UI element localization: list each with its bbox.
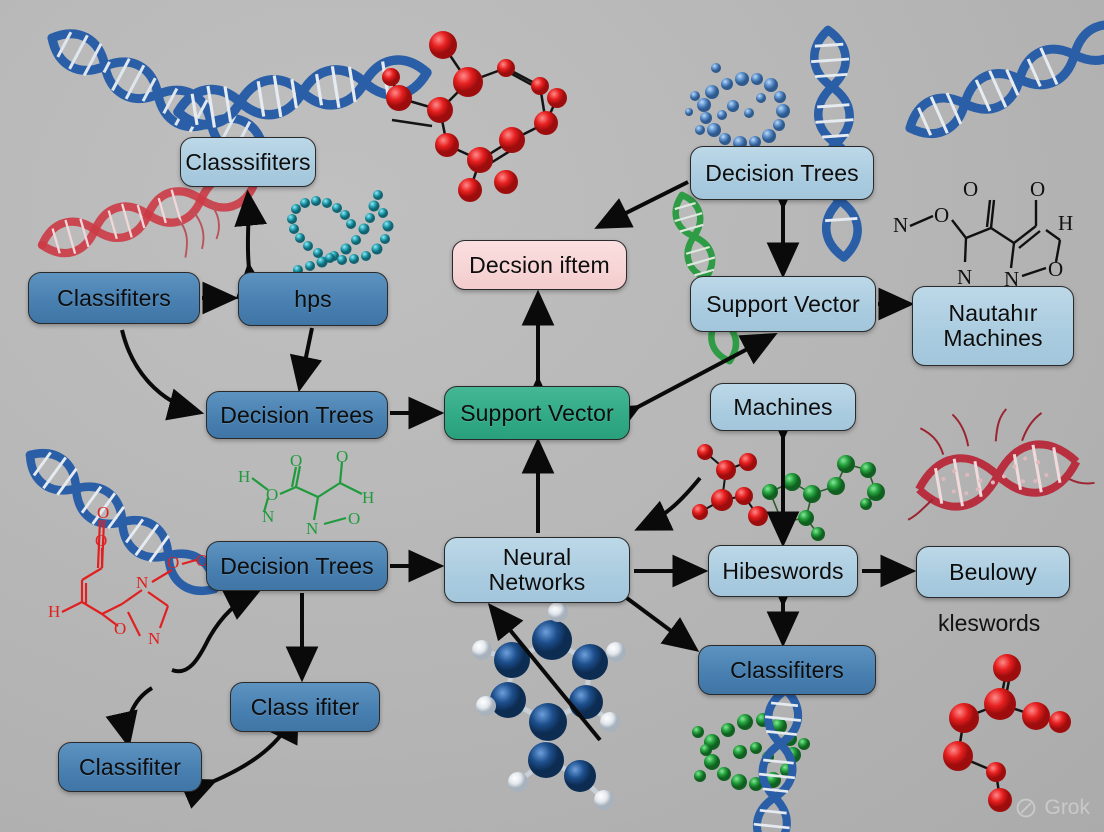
edge-long-to-neuralnetworks — [487, 603, 602, 742]
svg-text:O: O — [114, 619, 126, 638]
edge-machines-neuralnetworks — [634, 476, 702, 531]
edge-decisiontreestop-decsioniftem — [594, 180, 689, 229]
svg-text:O: O — [336, 447, 348, 466]
edge-curve-to-classifiter — [105, 686, 154, 749]
node-label: Classifiter — [78, 753, 182, 780]
svg-text:N: N — [136, 573, 148, 592]
node-beulowy[interactable]: Beulowy — [916, 546, 1070, 598]
svg-text:N: N — [1004, 267, 1019, 291]
svg-text:O: O — [963, 177, 978, 201]
svg-text:O: O — [167, 553, 179, 572]
grok-logo-icon — [1017, 798, 1036, 818]
skeletal-red-left: H O O O N O O N — [48, 503, 208, 648]
node-label: Beulowy — [949, 558, 1037, 585]
node-hibeswords[interactable]: Hibeswords — [708, 545, 858, 597]
molecule-navy-bottom — [472, 602, 626, 810]
skeletal-isoxazole-right: N O N O O N O H — [893, 177, 1073, 291]
svg-text:O: O — [97, 503, 109, 522]
node-label: Decision Trees — [220, 401, 374, 428]
svg-text:N: N — [893, 213, 908, 237]
svg-text:N: N — [306, 519, 318, 538]
node-hps[interactable]: hps — [238, 272, 388, 326]
svg-text:O: O — [196, 551, 208, 570]
molecule-red-top — [382, 31, 567, 202]
svg-text:O: O — [934, 203, 949, 227]
svg-text:O: O — [266, 485, 278, 504]
node-classifiters-left[interactable]: Classifiters — [28, 272, 200, 324]
node-label: Classsifiters — [185, 148, 311, 175]
node-classsifiters-top[interactable]: Classsifiters — [180, 137, 316, 187]
node-decision-trees-top[interactable]: Decision Trees — [690, 146, 874, 200]
svg-text:H: H — [48, 602, 60, 621]
svg-text:O: O — [1048, 257, 1063, 281]
node-label: Decision Trees — [705, 159, 859, 186]
svg-text:H: H — [238, 467, 250, 486]
molecule-red-small-mid — [692, 444, 768, 526]
node-label: Decsion iftem — [469, 251, 610, 278]
edge-hps-decisiontrees — [289, 327, 323, 393]
bead-chain-teal — [287, 190, 394, 275]
grok-watermark: Grok — [1015, 796, 1090, 820]
svg-text:H: H — [362, 488, 374, 507]
node-label: Class ifiter — [250, 693, 360, 720]
node-label: Decision Trees — [220, 552, 374, 579]
node-label: hps — [294, 285, 332, 312]
dna-helix-top-right-b — [902, 12, 1104, 146]
svg-text:O: O — [1030, 177, 1045, 201]
node-neural-networks[interactable]: Neural Networks — [444, 537, 630, 603]
label-kleswords: kleswords — [938, 610, 1040, 637]
node-decision-trees-low[interactable]: Decision Trees — [206, 541, 388, 591]
dna-helix-above-classsifiters — [175, 52, 430, 133]
dna-helix-red-left — [37, 167, 268, 294]
dna-helix-lower-left — [19, 440, 226, 605]
node-support-vector-right[interactable]: Support Vector — [690, 276, 876, 332]
node-label: Nautahır Machines — [943, 300, 1043, 351]
node-label: Support Vector — [706, 290, 860, 317]
node-nautahir-machines[interactable]: Nautahır Machines — [912, 286, 1074, 366]
svg-text:H: H — [1058, 211, 1073, 235]
grok-watermark-text: Grok — [1044, 796, 1090, 819]
bead-ring-blue — [685, 63, 790, 150]
node-class-ifiter[interactable]: Class ifiter — [230, 682, 380, 732]
edge-neuralnetworks-classifiters — [622, 594, 700, 652]
node-label: Machines — [733, 393, 833, 420]
node-classifiters-bottom[interactable]: Classifiters — [698, 645, 876, 695]
node-label: Support Vector — [460, 399, 614, 426]
svg-text:N: N — [957, 265, 972, 289]
node-label: Neural Networks — [488, 544, 586, 595]
dna-helix-bottom-center — [746, 688, 804, 832]
edge-classifiter-decisiontreeslow — [171, 589, 262, 674]
edge-classifiters-decisiontrees — [120, 329, 205, 421]
node-label: Classifiters — [730, 656, 844, 683]
node-label: Hibeswords — [722, 557, 844, 584]
skeletal-green-left: H O O O H N O N — [238, 447, 374, 538]
node-decision-trees-mid[interactable]: Decision Trees — [206, 391, 388, 439]
label-text: kleswords — [938, 610, 1041, 636]
node-support-vector-center[interactable]: Support Vector — [444, 386, 630, 440]
node-classifiter[interactable]: Classifiter — [58, 742, 202, 792]
svg-text:O: O — [290, 451, 302, 470]
node-machines[interactable]: Machines — [710, 383, 856, 431]
node-label: Classifiters — [57, 284, 171, 311]
molecule-red-bottom-right — [943, 654, 1071, 812]
svg-text:N: N — [148, 629, 160, 648]
svg-text:O: O — [348, 509, 360, 528]
edge-hps-classsifiters — [234, 189, 269, 300]
dna-red-spiky-right — [907, 408, 1095, 521]
edge-supportvectorcenter-supportvectorright — [602, 333, 778, 437]
node-decsion-iftem[interactable]: Decsion iftem — [452, 240, 627, 290]
